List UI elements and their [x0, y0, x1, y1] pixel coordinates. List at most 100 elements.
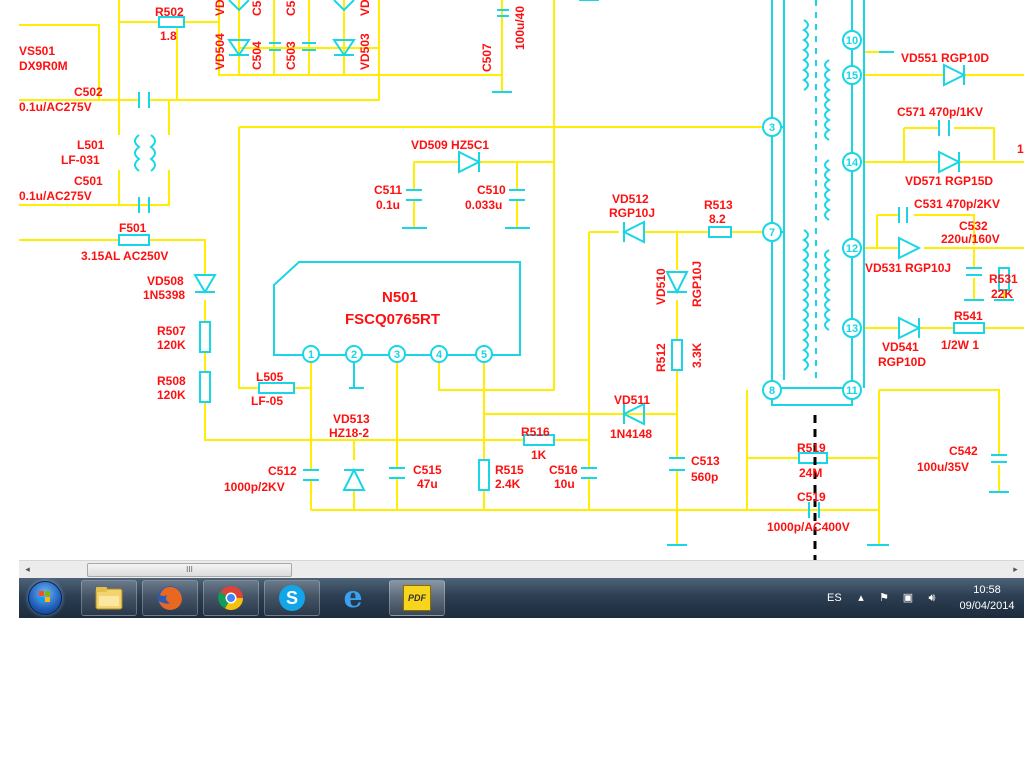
label-c532-a: C532	[959, 219, 988, 233]
label-4: 7	[769, 227, 775, 239]
volume-icon[interactable]: 🔊︎	[928, 592, 936, 604]
system-clock[interactable]: 10:58 09/04/2014	[956, 582, 1018, 614]
label-f501-a: F501	[119, 221, 147, 235]
label-c507-a: C507	[480, 43, 494, 72]
label-c515-a: C515	[413, 463, 442, 477]
taskbar-ie-button[interactable]: e	[325, 580, 381, 616]
label-r513-b: 8.2	[709, 212, 726, 226]
label-0: 10	[846, 35, 858, 47]
label-c511-b: 0.1u	[376, 198, 400, 212]
label-c502-b: 0.1u/AC275V	[19, 100, 92, 114]
firefox-icon	[158, 586, 182, 610]
label-edge-1: 1	[1017, 142, 1024, 156]
label-r516-a: R516	[521, 425, 550, 439]
label-r541-a: R541	[954, 309, 983, 323]
label-vd513-b: HZ18-2	[329, 426, 369, 440]
circuit-schematic: 1 2 3 4 5 10 15 3 14 7 12 13 8 11 N501 F…	[19, 0, 1024, 560]
label-r502-a: R502	[155, 5, 184, 19]
label-vd541-a: VD541	[882, 340, 919, 354]
skype-icon: S	[279, 585, 305, 611]
label-c542-b: 100u/35V	[917, 460, 969, 474]
label-c519-b: 1000p/AC400V	[767, 520, 850, 534]
schematic-viewer[interactable]: 1 2 3 4 5 10 15 3 14 7 12 13 8 11 N501 F…	[19, 0, 1024, 560]
label-vs501-a: VS501	[19, 44, 55, 58]
label-r541-b: 1/2W 1	[941, 338, 979, 352]
label-6: 13	[846, 323, 858, 335]
label-c504: C504	[250, 41, 264, 70]
taskbar-skype-button[interactable]: S	[264, 580, 320, 616]
scrollbar-thumb[interactable]: III	[87, 563, 292, 577]
label-r531-a: R531	[989, 272, 1018, 286]
label-c513-a: C513	[691, 454, 720, 468]
label-c515-b: 47u	[417, 477, 438, 491]
scroll-right-arrow-icon[interactable]: ▸	[1013, 564, 1018, 574]
label-r519-b: 24M	[799, 466, 822, 480]
label-vd511-b: 1N4148	[610, 427, 652, 441]
label-l501-a: L501	[77, 138, 105, 152]
label-vd551: VD551 RGP10D	[901, 51, 989, 65]
taskbar-explorer-button[interactable]	[81, 580, 137, 616]
label-c507-b: 100u/40	[513, 6, 527, 50]
label-r513-a: R513	[704, 198, 733, 212]
taskbar-chrome-button[interactable]	[203, 580, 259, 616]
label-3: 14	[846, 157, 859, 169]
label-c502-a: C502	[74, 85, 103, 99]
network-icon[interactable]: ▣	[902, 592, 914, 604]
label-c510-a: C510	[477, 183, 506, 197]
label-r512-b: 3.3K	[690, 342, 704, 368]
label-1: 2	[351, 349, 357, 361]
label-c516-b: 10u	[554, 477, 575, 491]
label-c501-a: C501	[74, 174, 103, 188]
label-c501-b: 0.1u/AC275V	[19, 189, 92, 203]
label-0: 1	[308, 349, 314, 361]
clock-time: 10:58	[973, 584, 1001, 596]
show-hidden-icons-icon[interactable]: ▴	[858, 592, 864, 604]
label-vd512-a: VD512	[612, 192, 649, 206]
taskbar-firefox-button[interactable]	[142, 580, 198, 616]
label-vd508-a: VD508	[147, 274, 184, 288]
action-center-flag-icon[interactable]: ⚑	[879, 592, 889, 604]
label-vd511-a: VD511	[614, 393, 650, 407]
label-r515-b: 2.4K	[495, 477, 521, 491]
label-vd503-top: VD	[358, 0, 372, 16]
label-vd508-b: 1N5398	[143, 288, 185, 302]
label-5: 12	[846, 243, 858, 255]
label-c503: C503	[284, 41, 298, 70]
start-button[interactable]	[25, 580, 65, 616]
taskbar: S e PDF ES ▴ ⚑ ▣ 🔊︎ 10:58 09/04/2014	[19, 578, 1024, 618]
label-vd510-b: RGP10J	[690, 261, 704, 307]
label-r508-b: 120K	[157, 388, 186, 402]
blank-area	[0, 618, 1024, 768]
label-c504-top: C5	[250, 0, 264, 16]
label-8: 11	[846, 385, 858, 397]
label-2: 3	[394, 349, 400, 361]
scroll-left-arrow-icon[interactable]: ◂	[25, 564, 30, 574]
label-vd504-top: VD	[213, 0, 227, 16]
label-c511-a: C511	[374, 183, 402, 197]
folder-icon	[95, 587, 123, 610]
label-1: 15	[846, 70, 858, 82]
windows-logo-icon	[28, 581, 62, 615]
label-2: 3	[769, 122, 775, 134]
label-c513-b: 560p	[691, 470, 718, 484]
label-r516-b: 1K	[531, 448, 547, 462]
label-r515-a: R515	[495, 463, 524, 477]
label-c519-a: C519	[797, 490, 826, 504]
label-c503-top: C5	[284, 0, 298, 16]
label-l501-b: LF-031	[61, 153, 100, 167]
clock-date: 09/04/2014	[959, 600, 1015, 612]
label-c512-a: C512	[268, 464, 297, 478]
language-indicator[interactable]: ES	[827, 592, 842, 604]
label-vd571: VD571 RGP15D	[905, 174, 993, 188]
chip-part: FSCQ0765RT	[345, 311, 440, 328]
label-r512-a: R512	[654, 343, 668, 372]
label-l505-a: L505	[256, 370, 284, 384]
ie-icon: e	[343, 580, 363, 615]
label-vd503: VD503	[358, 33, 372, 70]
label-r531-b: 22K	[991, 287, 1013, 301]
horizontal-scrollbar[interactable]: ◂ III ▸	[19, 560, 1024, 578]
label-vd512-b: RGP10J	[609, 206, 655, 220]
label-vd510-a: VD510	[654, 268, 668, 305]
label-vs501-b: DX9R0M	[19, 59, 68, 73]
taskbar-pdf-button[interactable]: PDF	[389, 580, 445, 616]
